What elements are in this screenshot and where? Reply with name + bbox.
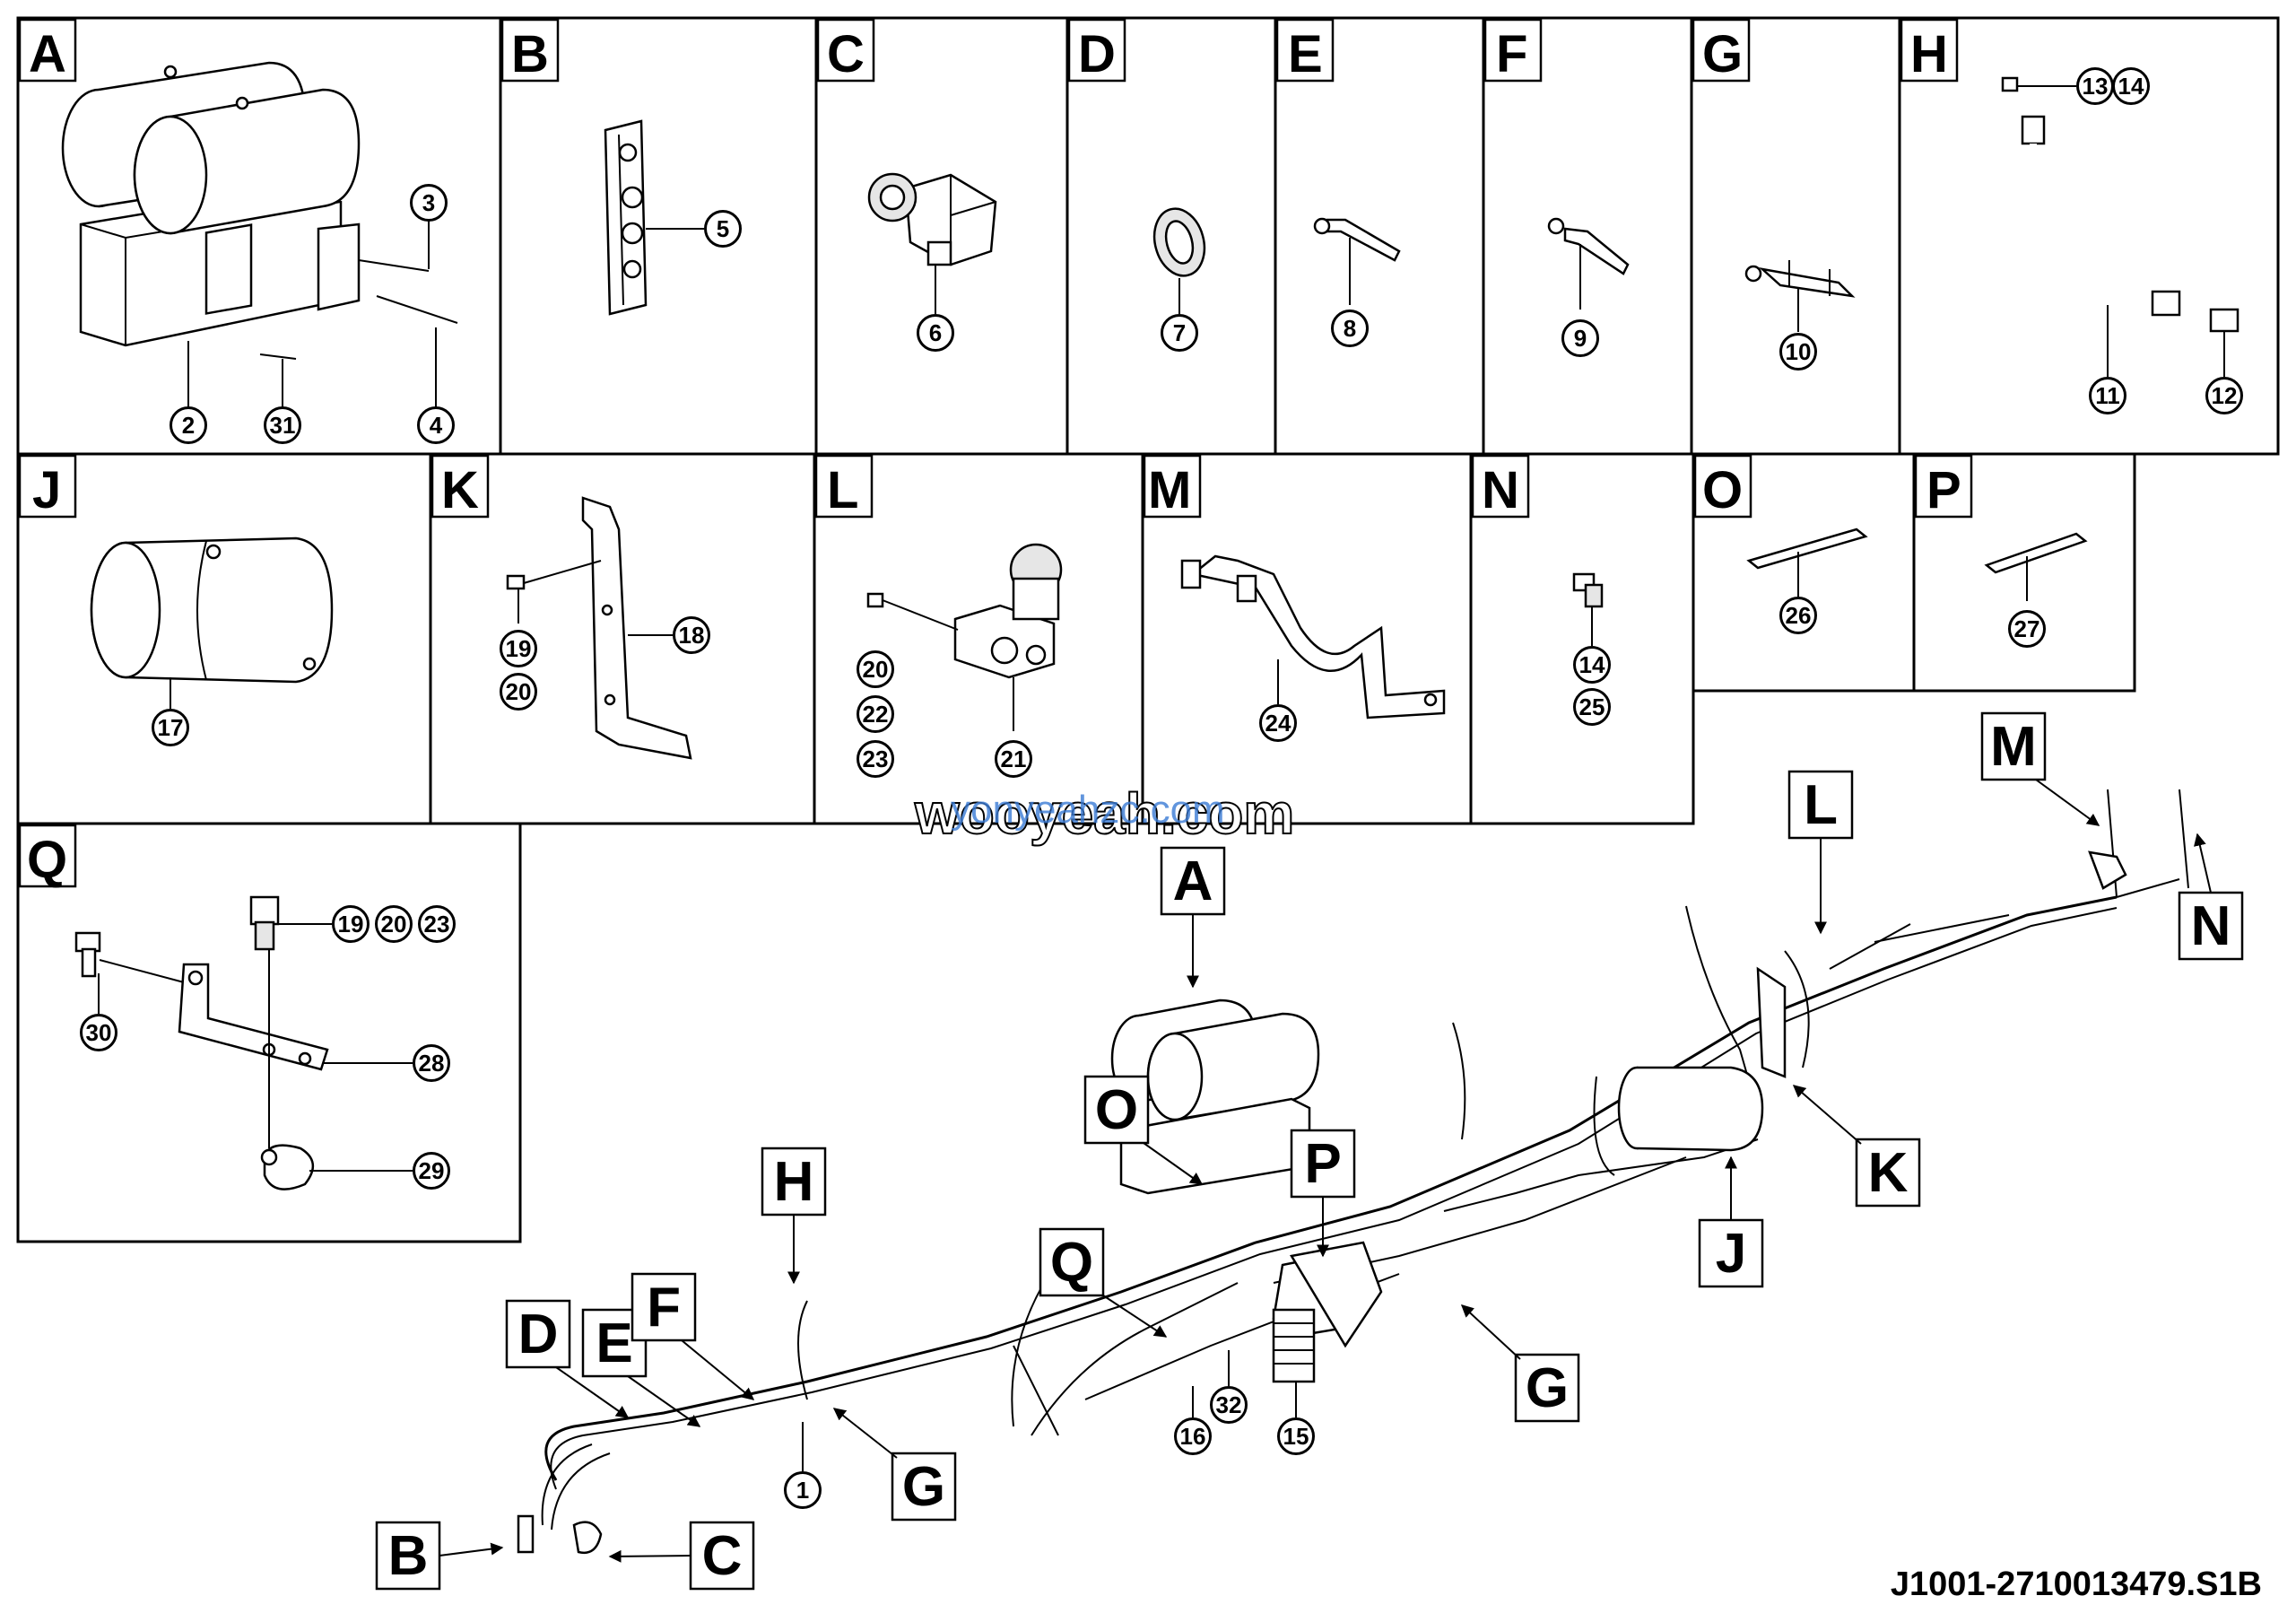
tall-bracket-drawing [506, 496, 692, 760]
panel-letter-e: E [1288, 25, 1323, 83]
leader-lines-a [187, 215, 437, 408]
overview-components-drawing [517, 850, 2127, 1555]
panel-letter-q: Q [27, 831, 67, 889]
clip-bracket-e-drawing [1313, 217, 1401, 305]
panel-letter-p: P [1926, 461, 1961, 519]
panel-letter-k: K [441, 461, 479, 519]
panel-letter-f: F [1496, 25, 1527, 83]
panel-letter-n: N [1482, 461, 1519, 519]
panel-letter-o: O [1702, 461, 1743, 519]
panel-letter-g: G [1702, 25, 1743, 83]
single-air-tank-drawing [90, 536, 334, 709]
panel-letter-d: D [1078, 25, 1116, 83]
panel-letters: A B C D E F G H J K L M N O P Q [27, 25, 1961, 889]
panel-frames [16, 16, 2280, 1243]
elbow-fitting-drawing [1572, 572, 1604, 646]
panel-letter-b: B [511, 25, 549, 83]
panel-letter-l: L [827, 461, 858, 519]
air-tank-assembly-drawing [61, 61, 458, 360]
bracket-valve-drawing [866, 543, 1063, 731]
overview-callout-leaders [802, 1350, 1297, 1471]
grommet-drawing [1152, 207, 1206, 314]
clip-bracket-f-drawing [1547, 217, 1630, 310]
hose-assembly-drawing [2001, 76, 2239, 377]
panel-letter-j: J [32, 461, 61, 519]
overview-arrows [439, 779, 2212, 1563]
panel-letter-boxes [18, 18, 1973, 888]
panel-letter-c: C [827, 25, 865, 83]
tank-strap-drawing [1180, 554, 1446, 719]
rubber-strip-p-drawing [1984, 532, 2088, 601]
support-bracket-clamp-drawing [74, 895, 413, 1190]
overview-label-boxes [375, 711, 2244, 1591]
overview-piping-drawing [541, 789, 2189, 1530]
panel-letter-h: H [1910, 25, 1948, 83]
panel-letter-a: A [29, 25, 66, 83]
manifold-bracket-drawing [604, 119, 704, 316]
panel-letter-m: M [1148, 461, 1191, 519]
rubber-strip-o-drawing [1746, 528, 1868, 597]
relay-valve-drawing [867, 172, 997, 314]
double-clip-bracket-drawing [1744, 260, 1856, 332]
